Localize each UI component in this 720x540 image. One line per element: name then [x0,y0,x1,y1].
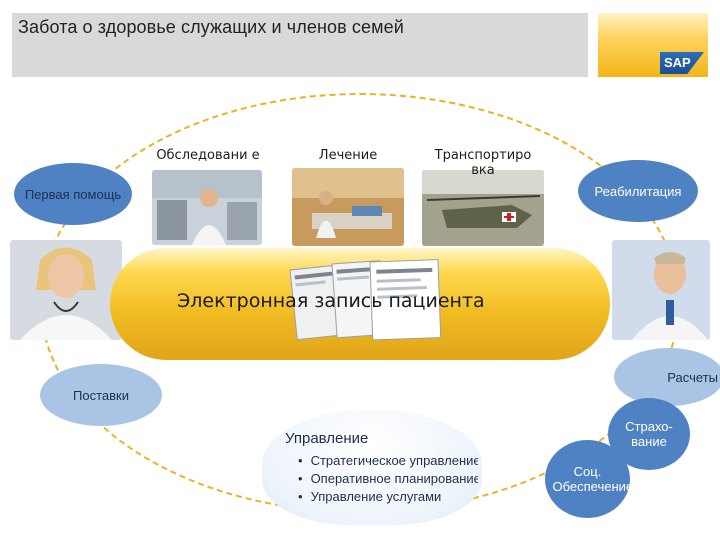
female-doctor-photo [10,240,122,340]
insurance-label: Страхо-вание [625,419,673,449]
first-aid-label: Первая помощь [24,186,122,202]
treatment-photo [292,168,404,246]
first-aid-bubble: Первая помощь [14,163,132,225]
management-title: Управление [285,430,369,447]
title-bar [12,13,588,77]
process-label-treatment: Лечение [318,148,378,163]
transport-photo [422,170,544,246]
rehab-bubble: Реабилитация [578,160,698,222]
ehr-title: Электронная запись пациента [177,290,485,312]
management-item: Управление услугами [298,488,478,506]
payments-label: Расчеты [667,369,718,385]
examination-photo [152,170,262,245]
page-title: Забота о здоровье служащих и членов семе… [18,17,404,37]
management-list: Стратегическое управление Оперативное пл… [298,452,478,506]
supplies-bubble: Поставки [40,364,162,426]
management-item: Оперативное планирование [298,470,478,488]
folders-illustration [282,258,452,348]
process-label-examination: Обследовани е [156,148,260,163]
management-item: Стратегическое управление [298,452,478,470]
payments-bubble: Расчеты [614,348,720,406]
rehab-label: Реабилитация [594,183,682,199]
social-label: Соц. Обеспечение [552,464,634,494]
process-label-transport: Транспортиро вка [434,148,532,178]
supplies-label: Поставки [73,387,129,403]
male-doctor-photo [612,240,710,340]
insurance-bubble: Страхо-вание [608,398,690,470]
